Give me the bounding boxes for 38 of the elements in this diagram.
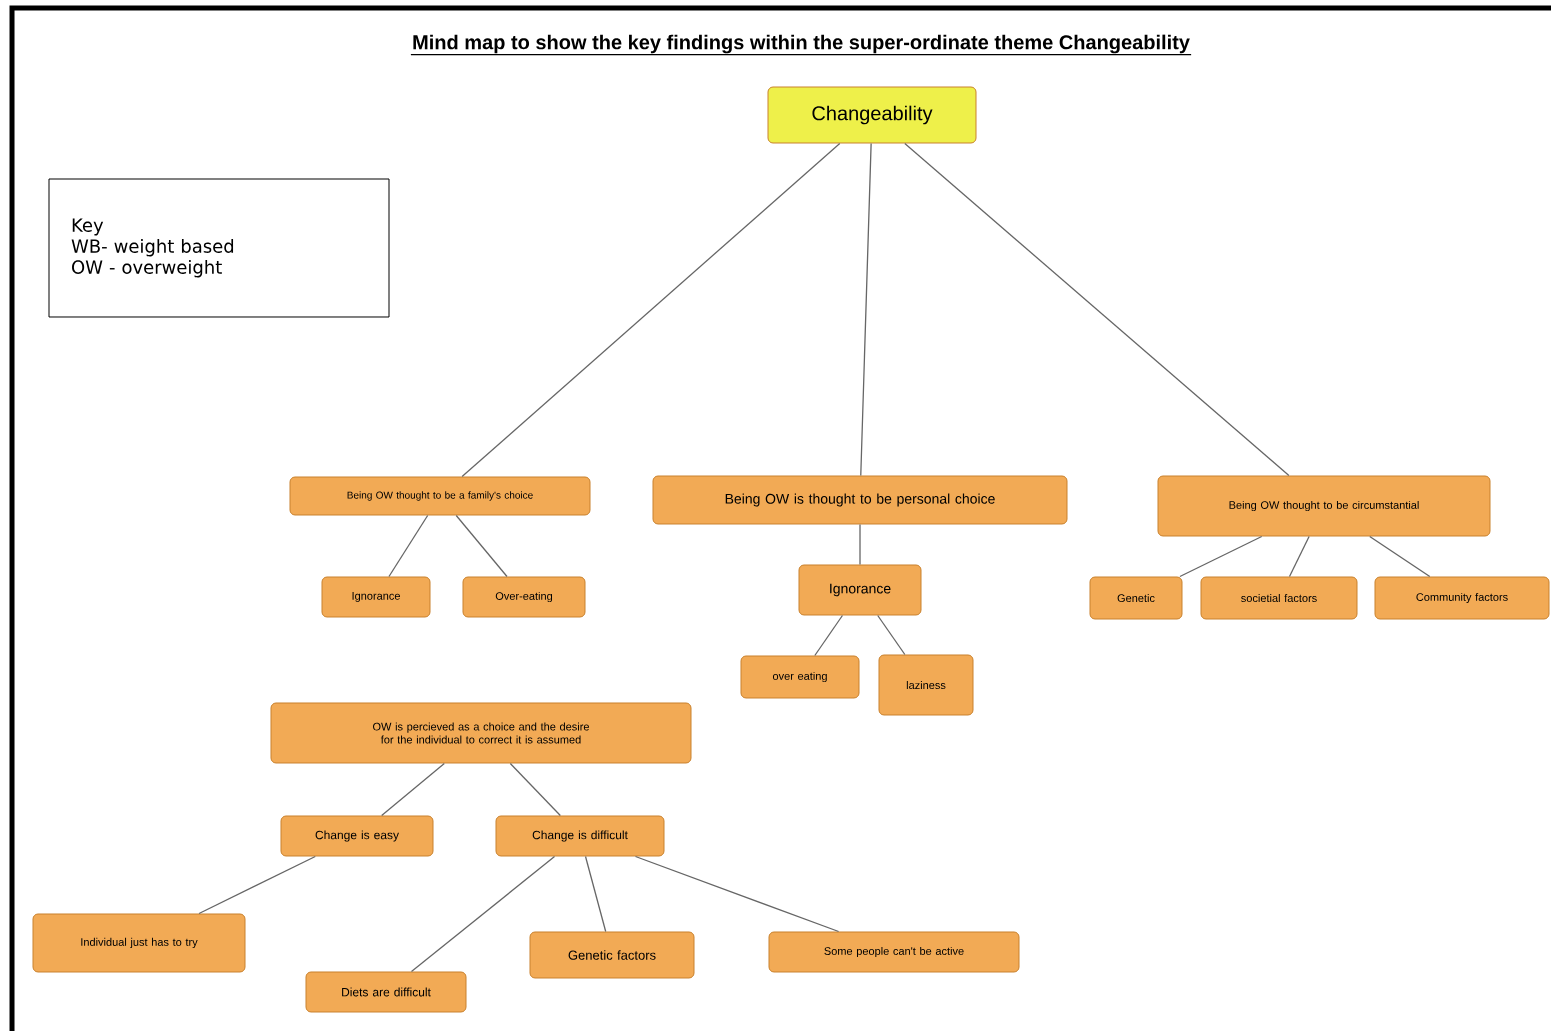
idea-box: Being OW thought to be a family's choice xyxy=(289,476,591,516)
title: Mind map to show the key findings within the super-ordinate theme Changeability xyxy=(410,34,1192,56)
idea-box: Diets are difficult xyxy=(305,971,467,1013)
connector-line xyxy=(1288,535,1310,578)
idea-box: Over-eating xyxy=(462,576,586,618)
connector-line xyxy=(1179,535,1263,578)
idea-box: Change is easy xyxy=(280,815,434,857)
idea-box: Ignorance xyxy=(798,564,922,616)
connector-line xyxy=(455,514,508,578)
connector-line xyxy=(904,142,1290,477)
connector-line xyxy=(461,142,841,478)
topic-box: Changeability xyxy=(767,86,977,144)
idea-box: OW is percieved as a choice and the desire for the individual to correct it is assumed xyxy=(270,702,692,764)
connector-line xyxy=(634,855,840,933)
idea-box: Being OW thought to be circumstantial xyxy=(1157,475,1491,537)
idea-box: Change is difficult xyxy=(495,815,665,857)
connector-line xyxy=(860,142,872,477)
idea-box: Genetic factors xyxy=(529,931,695,979)
connector-line xyxy=(410,855,556,973)
connector-line xyxy=(388,514,429,578)
connector-line xyxy=(859,523,861,566)
connector-line xyxy=(1369,535,1431,578)
idea-box: societial factors xyxy=(1200,576,1358,620)
idea-box: Being OW is thought to be personal choice xyxy=(652,475,1068,525)
idea-box: laziness xyxy=(878,654,974,716)
idea-box: Some people can't be active xyxy=(768,931,1020,973)
connector-line xyxy=(509,762,561,817)
idea-box: Ignorance xyxy=(321,576,431,618)
idea-box: Individual just has to try xyxy=(32,913,246,973)
connector-line xyxy=(877,614,906,656)
idea-box: Genetic xyxy=(1089,576,1183,620)
idea-box: Community factors xyxy=(1374,576,1550,620)
idea-box: over eating xyxy=(740,655,860,699)
connector-line xyxy=(381,762,445,817)
connector-line xyxy=(584,855,607,933)
connector-line xyxy=(198,855,316,915)
connector-line xyxy=(814,614,844,657)
key-box: Key WB- weight based OW - overweight xyxy=(48,178,390,318)
